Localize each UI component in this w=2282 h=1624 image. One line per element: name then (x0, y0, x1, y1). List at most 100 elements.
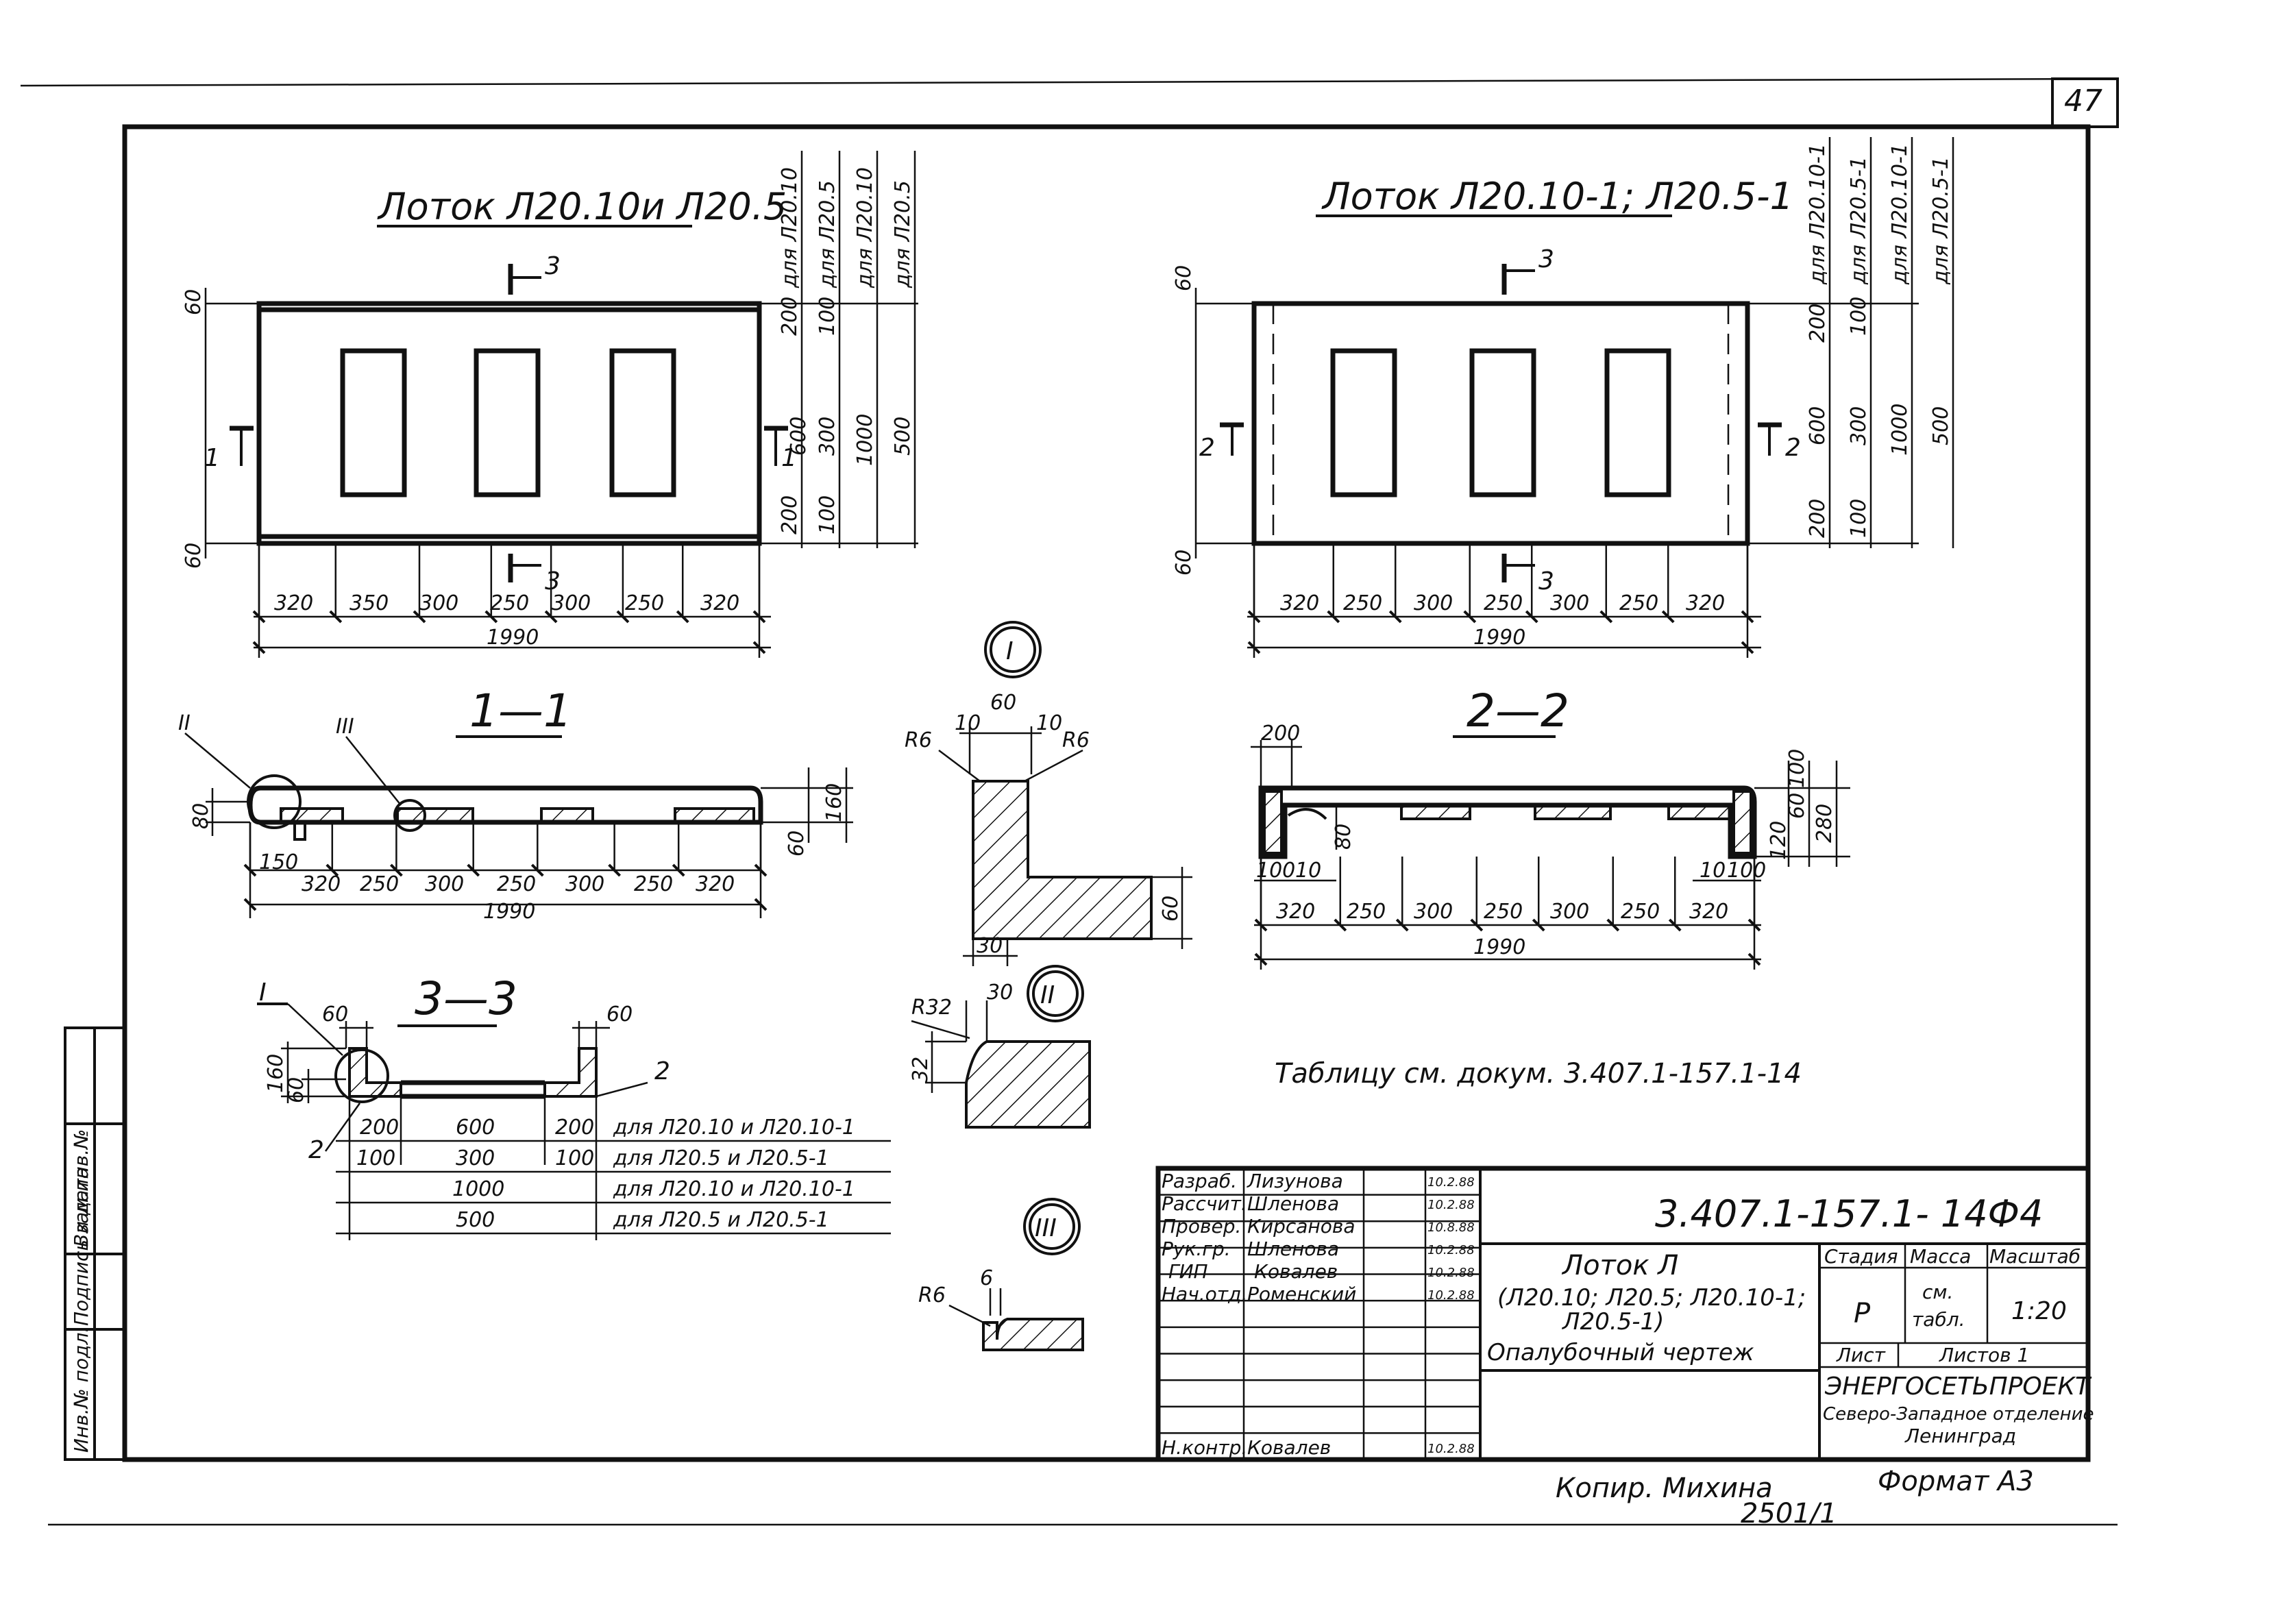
section-3-3-profile (348, 1047, 402, 1098)
section-3-3-row1-dim3: 200 (555, 1116, 594, 1140)
section-3-3-row4-note: для Л20.5 и Л20.5-1 (613, 1208, 829, 1232)
dim-tick (329, 610, 343, 624)
detail-II-label: II (1040, 981, 1055, 1009)
tb-org-3: Ленинград (1904, 1425, 2016, 1447)
section-1-1-total: 1990 (483, 900, 535, 924)
plan-right-dim-7: 320 (1686, 591, 1725, 615)
plan-right-total: 1990 (1473, 626, 1525, 650)
plan-right-mark-3-top: 3 (1538, 245, 1554, 273)
tb-mass-value-2: табл. (1912, 1308, 1965, 1331)
plan-left-mark-3-bottom: 3 (545, 567, 561, 595)
plan-right-edge-bottom: 60 (1172, 550, 1196, 576)
dim-tick (389, 863, 403, 877)
callout-III-label: III (336, 715, 354, 739)
dim-tick (467, 863, 480, 877)
callout-I-label: I (259, 979, 267, 1007)
plan-left-opening-2 (474, 348, 541, 497)
section-2-2-right-280: 280 (1813, 804, 1837, 843)
section-2-2-dim-5: 300 (1550, 900, 1589, 924)
footer-number: 2501/1 (1741, 1498, 1837, 1529)
plan-right-edge-top: 60 (1172, 265, 1196, 291)
detail-I-dim-30: 30 (977, 934, 1003, 958)
detail-II-r32: R32 (911, 996, 952, 1020)
plan-left-dim-col2-2: 100 (815, 495, 839, 534)
tb-row-1-date: 10.2.88 (1427, 1175, 1475, 1190)
plan-right-dim-col1-0: 200 (1806, 304, 1830, 343)
section-2-2-top-dim: 200 (1261, 722, 1300, 746)
plan-right-opening-3 (1604, 348, 1671, 497)
plan-left-edge-top: 60 (182, 289, 206, 315)
section-1-1-dim-1: 320 (302, 872, 341, 896)
section-3-3-title: 3—3 (415, 972, 517, 1025)
tb-item-title: Лоток Л (1561, 1250, 1678, 1281)
sheet-frame (20, 77, 2119, 1526)
detail-I-r6-right: R6 (1062, 728, 1090, 752)
section-2-2-dim-2: 250 (1347, 900, 1386, 924)
detail-I-dim-10-left: 10 (955, 711, 981, 735)
section-1-1-dim-6: 250 (634, 872, 673, 896)
section-2-2-inner-10-r: 10 (1700, 859, 1726, 883)
section-2-2-dim-6: 250 (1621, 900, 1660, 924)
tb-row-4-date: 10.2.88 (1427, 1243, 1475, 1257)
plan-right-mark-3-bottom: 3 (1538, 567, 1554, 595)
dim-tick (1388, 610, 1402, 624)
detail-III-section (982, 1318, 1084, 1351)
detail-III-r6: R6 (918, 1283, 946, 1307)
podpis-label: Подпись и дата (70, 1167, 93, 1326)
section-3-3-row1-note: для Л20.10 и Л20.10-1 (613, 1116, 855, 1140)
dim-tick (1395, 918, 1409, 932)
dim-tick (1606, 918, 1620, 932)
dim-tick (754, 863, 768, 877)
tb-row-11-name: Ковалев (1247, 1436, 1331, 1459)
plan-left-dim-6: 250 (625, 591, 664, 615)
detail-II-dim-32: 32 (909, 1057, 933, 1083)
callout-II-label: II (178, 711, 191, 735)
detail-I-r6-left: R6 (905, 728, 932, 752)
section-2-2: 2—2 200 80 100 10 10 100 100 60 120 280 (1251, 685, 1850, 970)
tb-stage-value: Р (1854, 1298, 1871, 1329)
tb-row-2-role: Рассчит. (1162, 1192, 1247, 1215)
tb-row-11-role: Н.контр. (1162, 1436, 1247, 1459)
tb-row-1-role: Разраб. (1162, 1170, 1237, 1192)
plan-right-title: Лоток Л20.10-1; Л20.5-1 (1321, 175, 1793, 218)
page-number: 47 (2064, 84, 2102, 119)
section-2-2-dim-1: 320 (1276, 900, 1315, 924)
dim-tick (1525, 610, 1538, 624)
tb-row-2-date: 10.2.88 (1427, 1198, 1475, 1212)
section-2-2-right-60: 60 (1785, 793, 1809, 819)
tb-row-5-name: Ковалев (1254, 1260, 1338, 1283)
section-3-3-row3-note: для Л20.10 и Л20.10-1 (613, 1177, 855, 1201)
detail-II: II R32 30 32 (909, 965, 1091, 1129)
callout-I-circle (334, 1048, 389, 1103)
tb-sheet-header: Лист (1836, 1344, 1886, 1366)
vzam-label: Взам.инв.№ (70, 1129, 93, 1247)
section-3-3-left-160: 160 (264, 1054, 288, 1093)
detail-I-dim-60-right: 60 (1159, 896, 1183, 922)
dim-tick (616, 610, 630, 624)
detail-I-section (972, 780, 1153, 940)
plan-right-header-4: для Л20.5-1 (1929, 156, 1953, 285)
dim-tick (243, 863, 257, 877)
tb-item-sub2: Л20.5-1) (1561, 1308, 1664, 1336)
dim-tick (326, 863, 339, 877)
detail-III: III R6 6 (918, 1198, 1084, 1351)
table-reference-note: Таблицу см. докум. 3.407.1-157.1-14 (1275, 1058, 1802, 1090)
plan-right-dim-col2-2: 100 (1847, 499, 1871, 538)
dim-tick (252, 641, 266, 654)
tb-org-1: ЭНЕРГОСЕТЬПРОЕКТ (1824, 1373, 2092, 1401)
plan-left-outline (256, 301, 762, 546)
section-2-2-inner-10-l: 10 (1295, 859, 1321, 883)
dim-tick (672, 863, 685, 877)
inv-podl-label: Инв.№ подл. (70, 1327, 93, 1453)
plan-left-header-1: для Л20.10 (778, 167, 802, 288)
section-1-1-left-dim: 80 (189, 803, 213, 829)
dim-tick (1463, 610, 1477, 624)
section-3-3: 3—3 I 2 2 60 60 160 60 (257, 972, 891, 1240)
dim-tick (243, 898, 257, 911)
dim-tick (1661, 610, 1675, 624)
dim-tick (1327, 610, 1340, 624)
plan-left: Лоток Л20.10и Л20.5 3 3 1 1 60 60 200 (182, 151, 918, 658)
tb-row-4-role: Рук.гр. (1162, 1238, 1231, 1260)
section-3-3-row3-dim: 1000 (452, 1177, 504, 1201)
section-1-1-dim-2: 250 (360, 872, 399, 896)
